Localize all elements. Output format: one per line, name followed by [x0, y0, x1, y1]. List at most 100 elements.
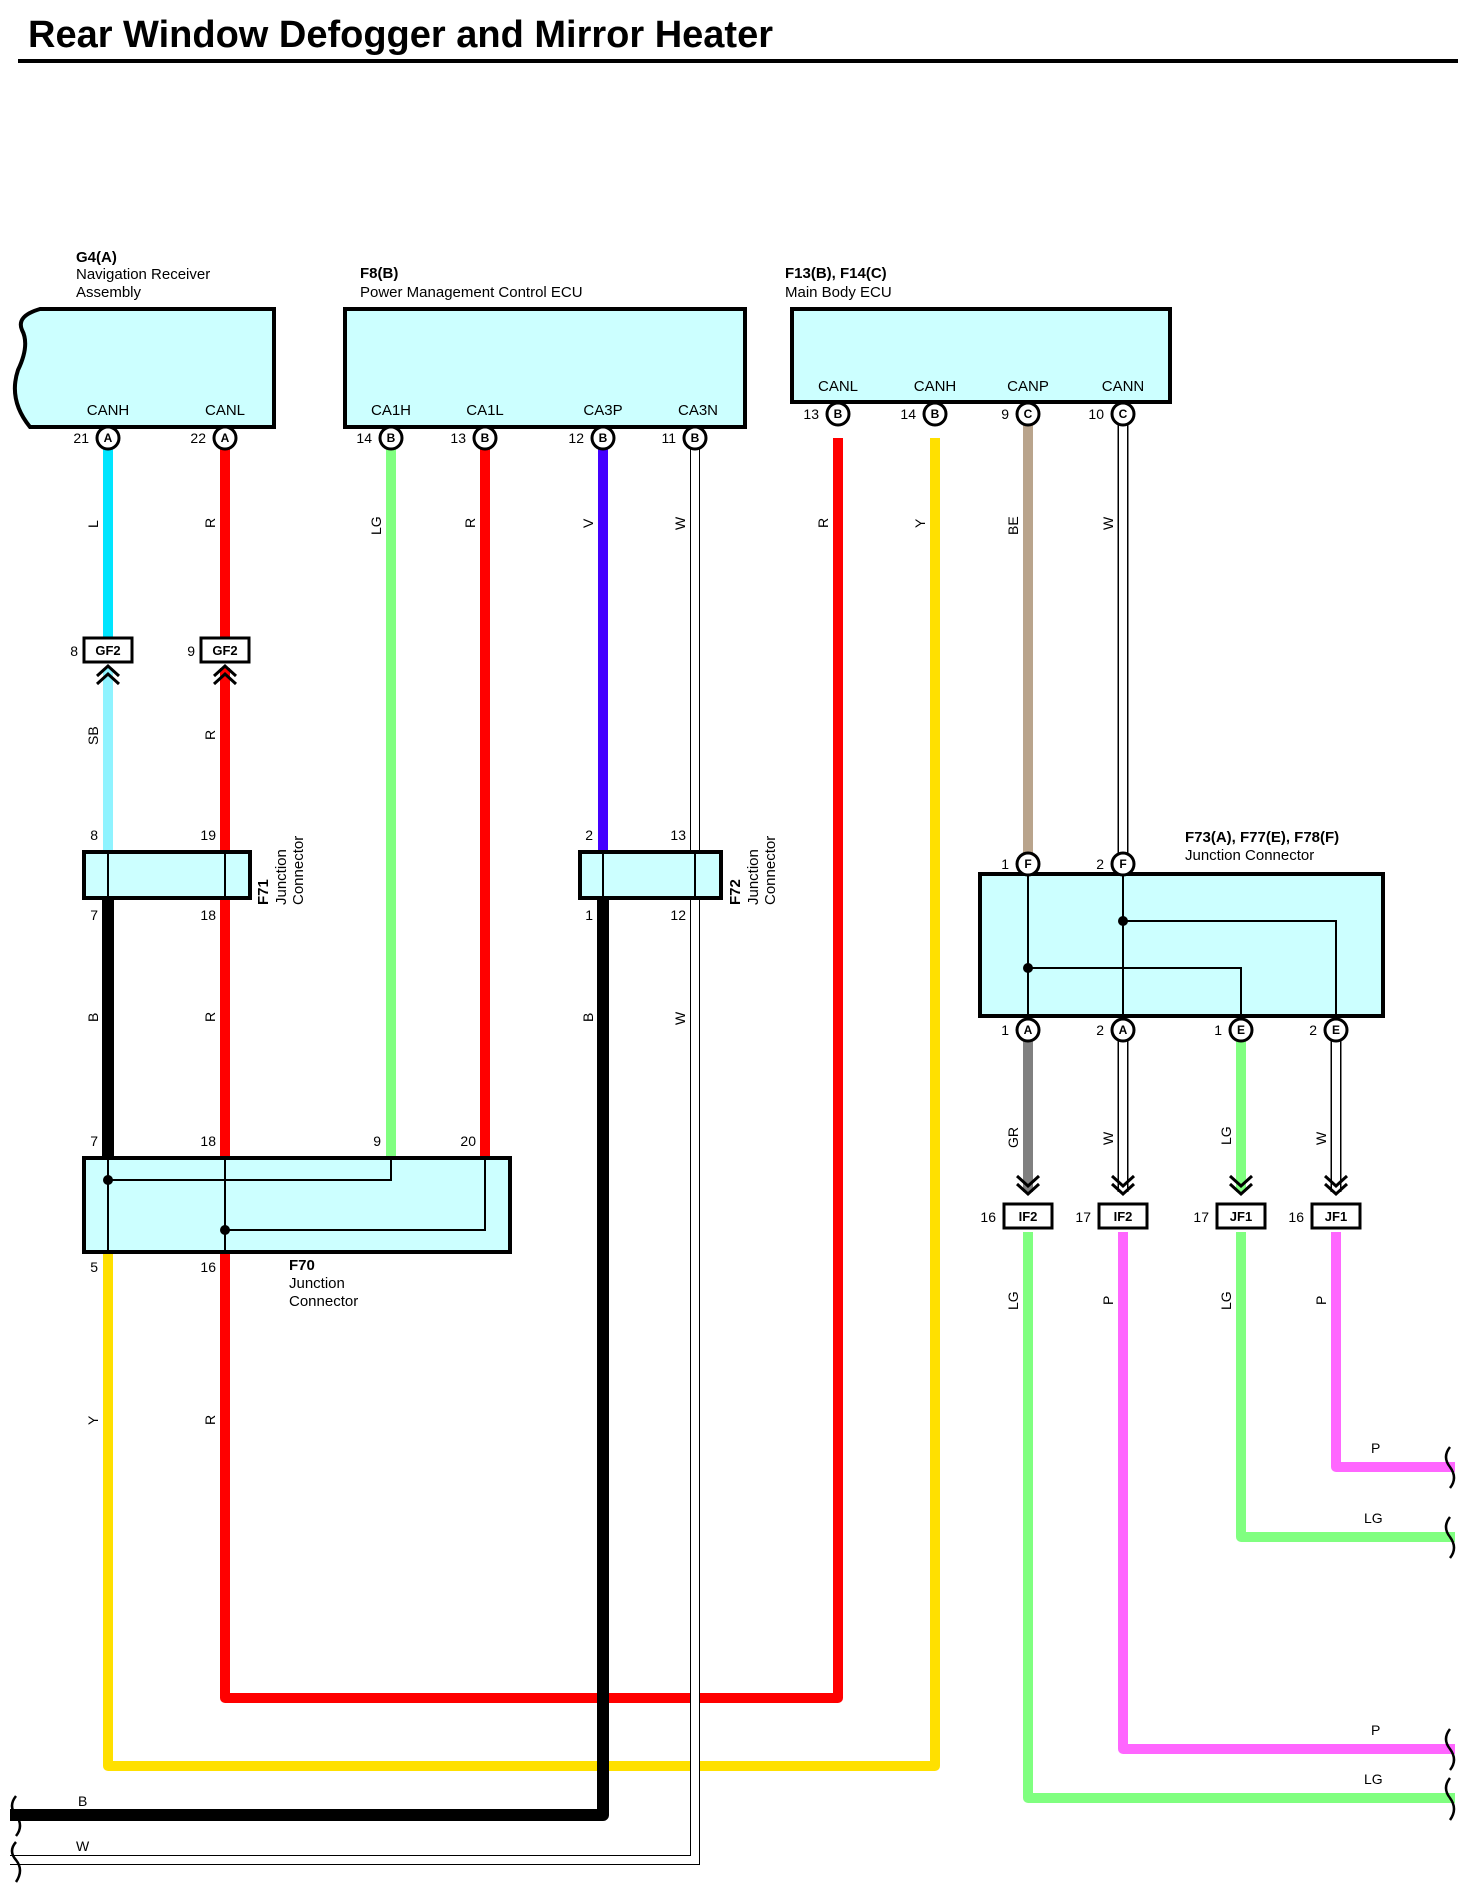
pin-f77-1: E 1 — [1214, 1017, 1254, 1043]
svg-text:R: R — [202, 1012, 218, 1022]
svg-text:17: 17 — [1075, 1209, 1091, 1225]
f70-name-1: Junction — [289, 1275, 345, 1292]
connector-jf1-right: JF1 16 — [1288, 1174, 1362, 1230]
page-title: Rear Window Defogger and Mirror Heater — [28, 14, 773, 56]
svg-text:SB: SB — [85, 726, 101, 745]
svg-text:18: 18 — [200, 1133, 216, 1149]
pin-f8-ca1h: B 14 — [356, 425, 404, 451]
svg-text:R: R — [815, 518, 831, 528]
f72-box — [578, 850, 723, 900]
svg-text:13: 13 — [670, 827, 686, 843]
wire-lg-if2 — [1023, 1232, 1455, 1803]
f8-pin-ca3p: CA3P — [583, 402, 622, 419]
svg-text:20: 20 — [460, 1133, 476, 1149]
svg-text:R: R — [202, 730, 218, 740]
pin-g4-canh: A 21 — [73, 425, 121, 451]
wire-b-bottom — [10, 896, 609, 1821]
pin-f73-2: A 2 — [1096, 1017, 1136, 1043]
svg-text:P: P — [1313, 1296, 1329, 1305]
g4-name-1: Navigation Receiver — [76, 266, 210, 283]
pin-f13-canl: B 13 — [803, 401, 851, 427]
g4-pin-canh: CANH — [87, 402, 130, 419]
svg-text:IF2: IF2 — [1114, 1209, 1133, 1224]
f13-box — [790, 307, 1172, 404]
svg-text:R: R — [462, 518, 478, 528]
svg-text:R: R — [202, 518, 218, 528]
svg-text:B: B — [481, 431, 490, 445]
svg-text:B: B — [931, 407, 940, 421]
f13-name: Main Body ECU — [785, 284, 892, 301]
svg-text:W: W — [1100, 1131, 1116, 1145]
svg-text:14: 14 — [356, 430, 372, 446]
svg-text:B: B — [85, 1013, 101, 1022]
f13-id: F13(B), F14(C) — [785, 265, 887, 282]
svg-text:18: 18 — [200, 907, 216, 923]
f70-id: F70 — [289, 1257, 315, 1274]
svg-text:7: 7 — [90, 907, 98, 923]
svg-text:16: 16 — [1288, 1209, 1304, 1225]
svg-text:Junction: Junction — [273, 849, 290, 905]
svg-text:B: B — [78, 1793, 87, 1809]
svg-text:LG: LG — [1218, 1291, 1234, 1310]
pin-g4-canl: A 22 — [190, 425, 238, 451]
svg-text:E: E — [1237, 1023, 1245, 1037]
svg-text:2: 2 — [1309, 1022, 1317, 1038]
f13-pin-canl: CANL — [818, 378, 858, 395]
wire-p-if2 — [1118, 1232, 1455, 1754]
wire-r-loop — [220, 438, 843, 1703]
svg-text:14: 14 — [900, 406, 916, 422]
svg-text:LG: LG — [1364, 1510, 1383, 1526]
svg-text:GF2: GF2 — [95, 643, 120, 658]
svg-text:1: 1 — [1214, 1022, 1222, 1038]
wire-y-loop — [103, 438, 940, 1771]
svg-text:W: W — [1100, 516, 1116, 530]
f71-box — [82, 850, 252, 900]
svg-text:LG: LG — [1364, 1771, 1383, 1787]
svg-text:LG: LG — [1218, 1126, 1234, 1145]
svg-text:P: P — [1100, 1296, 1116, 1305]
svg-text:C: C — [1024, 407, 1033, 421]
svg-text:L: L — [85, 520, 101, 528]
f73-id: F73(A), F77(E), F78(F) — [1185, 829, 1339, 846]
svg-text:17: 17 — [1193, 1209, 1209, 1225]
svg-text:GF2: GF2 — [212, 643, 237, 658]
wire-w — [10, 438, 699, 1864]
svg-text:F71: F71 — [255, 879, 272, 905]
wire-break-marks — [10, 1446, 1456, 1883]
f8-pin-ca1l: CA1L — [466, 402, 504, 419]
svg-text:LG: LG — [368, 516, 384, 535]
svg-text:B: B — [691, 431, 700, 445]
svg-text:2: 2 — [1096, 856, 1104, 872]
pin-f73-1: A 1 — [1001, 1017, 1041, 1043]
svg-text:Y: Y — [912, 518, 928, 528]
svg-text:LG: LG — [1005, 1291, 1021, 1310]
pin-f8-ca3n: B 11 — [661, 425, 708, 451]
svg-text:1: 1 — [585, 907, 593, 923]
svg-text:16: 16 — [200, 1259, 216, 1275]
svg-text:2: 2 — [585, 827, 593, 843]
svg-text:B: B — [387, 431, 396, 445]
f8-pin-ca3n: CA3N — [678, 402, 718, 419]
svg-text:W: W — [672, 516, 688, 530]
svg-text:13: 13 — [450, 430, 466, 446]
svg-text:F: F — [1024, 857, 1031, 871]
wire-color-labels: L R LG R V W R Y BE W SB R B R B W Y R G… — [76, 516, 1383, 1854]
g4-box — [13, 307, 276, 429]
pin-f14-canp: C 9 — [1001, 401, 1041, 427]
svg-text:5: 5 — [90, 1259, 98, 1275]
g4-name-2: Assembly — [76, 284, 142, 301]
f8-id: F8(B) — [360, 265, 398, 282]
svg-text:P: P — [1371, 1722, 1380, 1738]
svg-text:16: 16 — [980, 1209, 996, 1225]
svg-text:V: V — [580, 518, 596, 528]
svg-text:W: W — [1313, 1131, 1329, 1145]
svg-text:1: 1 — [1001, 1022, 1009, 1038]
svg-text:2: 2 — [1096, 1022, 1104, 1038]
svg-text:8: 8 — [90, 827, 98, 843]
g4-id: G4(A) — [76, 249, 117, 266]
g4-pin-canl: CANL — [205, 402, 245, 419]
svg-text:11: 11 — [661, 430, 676, 446]
svg-text:GR: GR — [1005, 1127, 1021, 1148]
svg-text:W: W — [76, 1838, 90, 1854]
